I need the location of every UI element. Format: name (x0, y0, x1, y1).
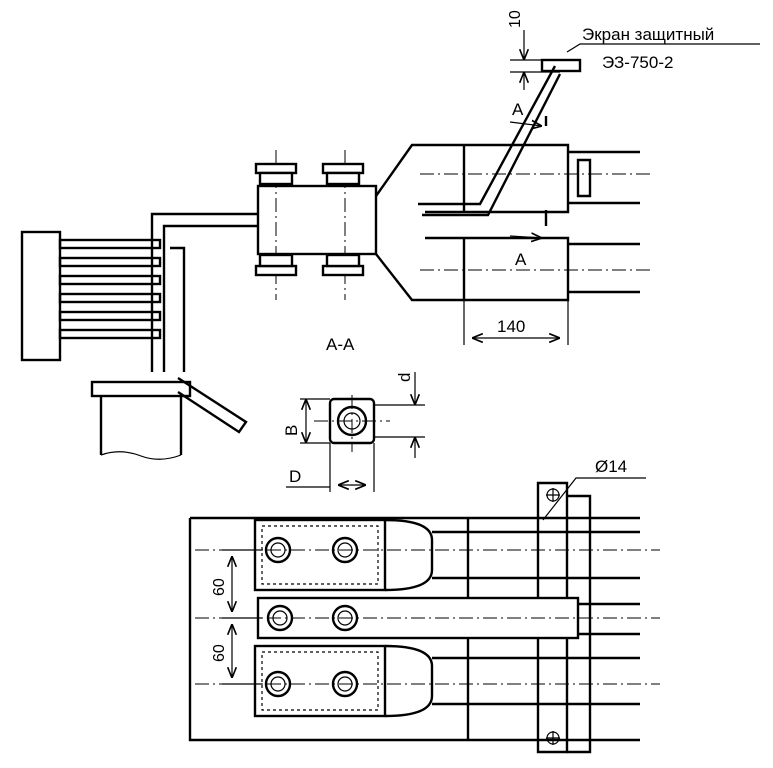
section-view-aa (286, 372, 425, 492)
equipment-terminal-block (20, 230, 62, 362)
dimension-60-bottom-label: 60 (211, 644, 228, 662)
dimension-d-label: d (395, 373, 414, 382)
dimension-D-label: D (289, 467, 301, 486)
dimension-140-label: 140 (497, 317, 525, 336)
dimension-10-label: 10 (507, 10, 524, 28)
support-insulator (90, 376, 248, 460)
screen-title: Экран защитный (582, 25, 714, 44)
dimension-60 (222, 549, 262, 685)
dimension-b-label: B (282, 425, 301, 436)
bolted-clamp (254, 150, 378, 300)
plan-view (188, 477, 660, 754)
dimension-10 (510, 30, 560, 90)
screen-model: ЭЗ-750-2 (602, 53, 673, 72)
terminal-lug-upper (375, 143, 640, 214)
hole-dimension-label: Ø14 (595, 457, 627, 476)
dimension-60-top-label: 60 (211, 578, 228, 596)
section-mark-top-label: А (512, 100, 524, 119)
section-view-title: А-А (326, 335, 355, 354)
leader-line (566, 43, 760, 53)
plan-bar-1 (253, 518, 640, 592)
protective-screen (418, 58, 582, 217)
plan-bar-3 (253, 644, 640, 718)
terminal-lug-lower (375, 236, 640, 302)
top-view (20, 30, 760, 460)
section-mark-bottom-label: А (515, 250, 527, 269)
hole-leader (542, 477, 646, 521)
section-marks (509, 116, 548, 238)
terminal-fins (58, 238, 162, 340)
dimension-140 (463, 300, 569, 345)
